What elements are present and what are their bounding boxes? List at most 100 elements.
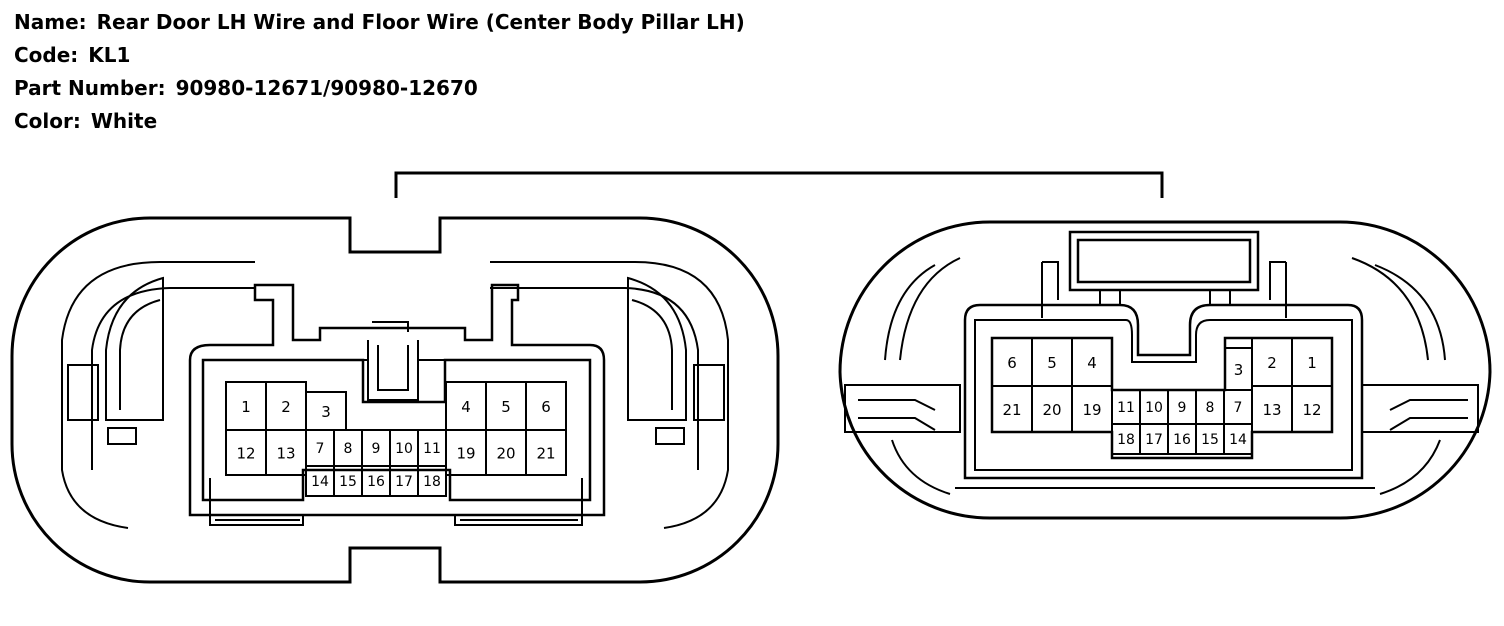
left-bottom-rail-l — [209, 478, 304, 526]
right-pin-20: 20 — [1031, 385, 1073, 433]
pin-number: 13 — [1262, 401, 1281, 419]
pin-number: 2 — [1267, 354, 1277, 372]
pin-number: 8 — [344, 441, 353, 457]
right-main-body — [963, 303, 1364, 480]
left-inner-frame-l — [61, 261, 255, 529]
pin-number: 9 — [1178, 400, 1187, 416]
left-pin-1: 1 — [225, 381, 267, 431]
right-pin-13: 13 — [1251, 385, 1293, 433]
part-number-value: 90980-12671/90980-12670 — [175, 76, 478, 100]
code-line: Code: KL1 — [14, 39, 745, 72]
right-top-cover — [1068, 230, 1260, 292]
pin-number: 18 — [1117, 432, 1135, 448]
pin-number: 19 — [456, 445, 475, 463]
pin-number: 5 — [501, 398, 511, 416]
connector-info: Name:Rear Door LH Wire and Floor Wire (C… — [14, 6, 745, 138]
right-pin-2: 2 — [1251, 337, 1293, 387]
right-pin-18: 18 — [1111, 423, 1141, 455]
pin-number: 20 — [496, 445, 515, 463]
left-latch-l-foot — [107, 427, 137, 445]
right-flange-l2 — [858, 399, 936, 431]
pin-number: 14 — [1229, 432, 1247, 448]
pin-number: 15 — [339, 474, 357, 490]
pin-number: 20 — [1042, 401, 1061, 419]
left-pin-10: 10 — [389, 429, 419, 467]
pin-number: 15 — [1201, 432, 1219, 448]
pin-number: 10 — [395, 441, 413, 457]
right-inner-arc-r — [1351, 257, 1446, 361]
left-pin-11: 11 — [417, 429, 447, 467]
code-label: Code: — [14, 43, 79, 67]
pin-number: 7 — [316, 441, 325, 457]
left-latch-r — [693, 364, 725, 421]
right-pin-5: 5 — [1031, 337, 1073, 387]
pin-number: 1 — [241, 398, 251, 416]
pin-number: 3 — [1234, 361, 1244, 379]
left-lock-arm-l-inner — [119, 299, 161, 410]
pin-number: 6 — [1007, 354, 1017, 372]
left-pin-5: 5 — [485, 381, 527, 431]
name-label: Name: — [14, 10, 87, 34]
pin-cavity — [525, 429, 567, 476]
pin-number: 17 — [395, 474, 413, 490]
left-pin-2: 2 — [265, 381, 307, 431]
left-bottom-rail-r — [454, 478, 583, 526]
right-pin-15: 15 — [1195, 423, 1225, 455]
part-number-label: Part Number: — [14, 76, 166, 100]
right-pin-14: 14 — [1223, 423, 1253, 455]
right-pin-16: 16 — [1167, 423, 1197, 455]
color-line: Color:White — [14, 105, 745, 138]
right-inner-arc-l — [884, 257, 961, 361]
pin-number: 13 — [276, 445, 295, 463]
code-value: KL1 — [88, 43, 131, 67]
pin-number: 14 — [311, 474, 329, 490]
left-inner-frame-r2 — [490, 287, 699, 470]
left-latch-l — [67, 364, 99, 421]
right-flange-r — [1361, 384, 1479, 433]
right-pin-19: 19 — [1071, 385, 1113, 433]
pin-number: 21 — [536, 445, 555, 463]
left-pin-12: 12 — [225, 429, 267, 476]
pin-number: 12 — [1302, 401, 1321, 419]
right-top-cover-legs — [1041, 261, 1287, 318]
left-pin-20: 20 — [485, 429, 527, 476]
pin-number: 12 — [236, 445, 255, 463]
pin-number: 11 — [1117, 400, 1135, 416]
pin-number: 10 — [1145, 400, 1163, 416]
left-lock-arm-r-inner — [631, 299, 673, 410]
pin-number: 2 — [281, 398, 291, 416]
right-flange-r2 — [1389, 399, 1468, 431]
right-pin-9: 9 — [1167, 389, 1197, 425]
right-pin-10: 10 — [1139, 389, 1169, 425]
left-cavity-block — [201, 358, 592, 502]
left-inner-frame-r — [490, 261, 729, 529]
left-lock-arm-r — [627, 276, 687, 421]
left-center-body — [188, 283, 606, 517]
left-housing-outline — [10, 216, 780, 584]
pin-number: 18 — [423, 474, 441, 490]
left-pin-9: 9 — [361, 429, 391, 467]
left-lock-arm-l — [105, 276, 164, 421]
pin-number: 21 — [1002, 401, 1021, 419]
pin-number: 1 — [1307, 354, 1317, 372]
left-latch-r-foot — [655, 427, 685, 445]
pin-cavity — [417, 465, 447, 497]
right-pin-17: 17 — [1139, 423, 1169, 455]
right-pin-8: 8 — [1195, 389, 1225, 425]
part-number-line: Part Number: 90980-12671/90980-12670 — [14, 72, 745, 105]
left-pin-3: 3 — [305, 391, 347, 431]
pin-number: 16 — [1173, 432, 1191, 448]
right-flange-l — [844, 384, 961, 433]
mating-bracket — [394, 171, 1164, 198]
right-pin-1: 1 — [1291, 337, 1333, 387]
pin-number: 5 — [1047, 354, 1057, 372]
right-main-body-inner — [974, 319, 1353, 471]
pin-number: 6 — [541, 398, 551, 416]
right-pin-7: 7 — [1223, 389, 1253, 425]
right-pin-3: 3 — [1224, 347, 1253, 391]
left-center-latch — [367, 321, 419, 401]
pin-number: 19 — [1082, 401, 1101, 419]
